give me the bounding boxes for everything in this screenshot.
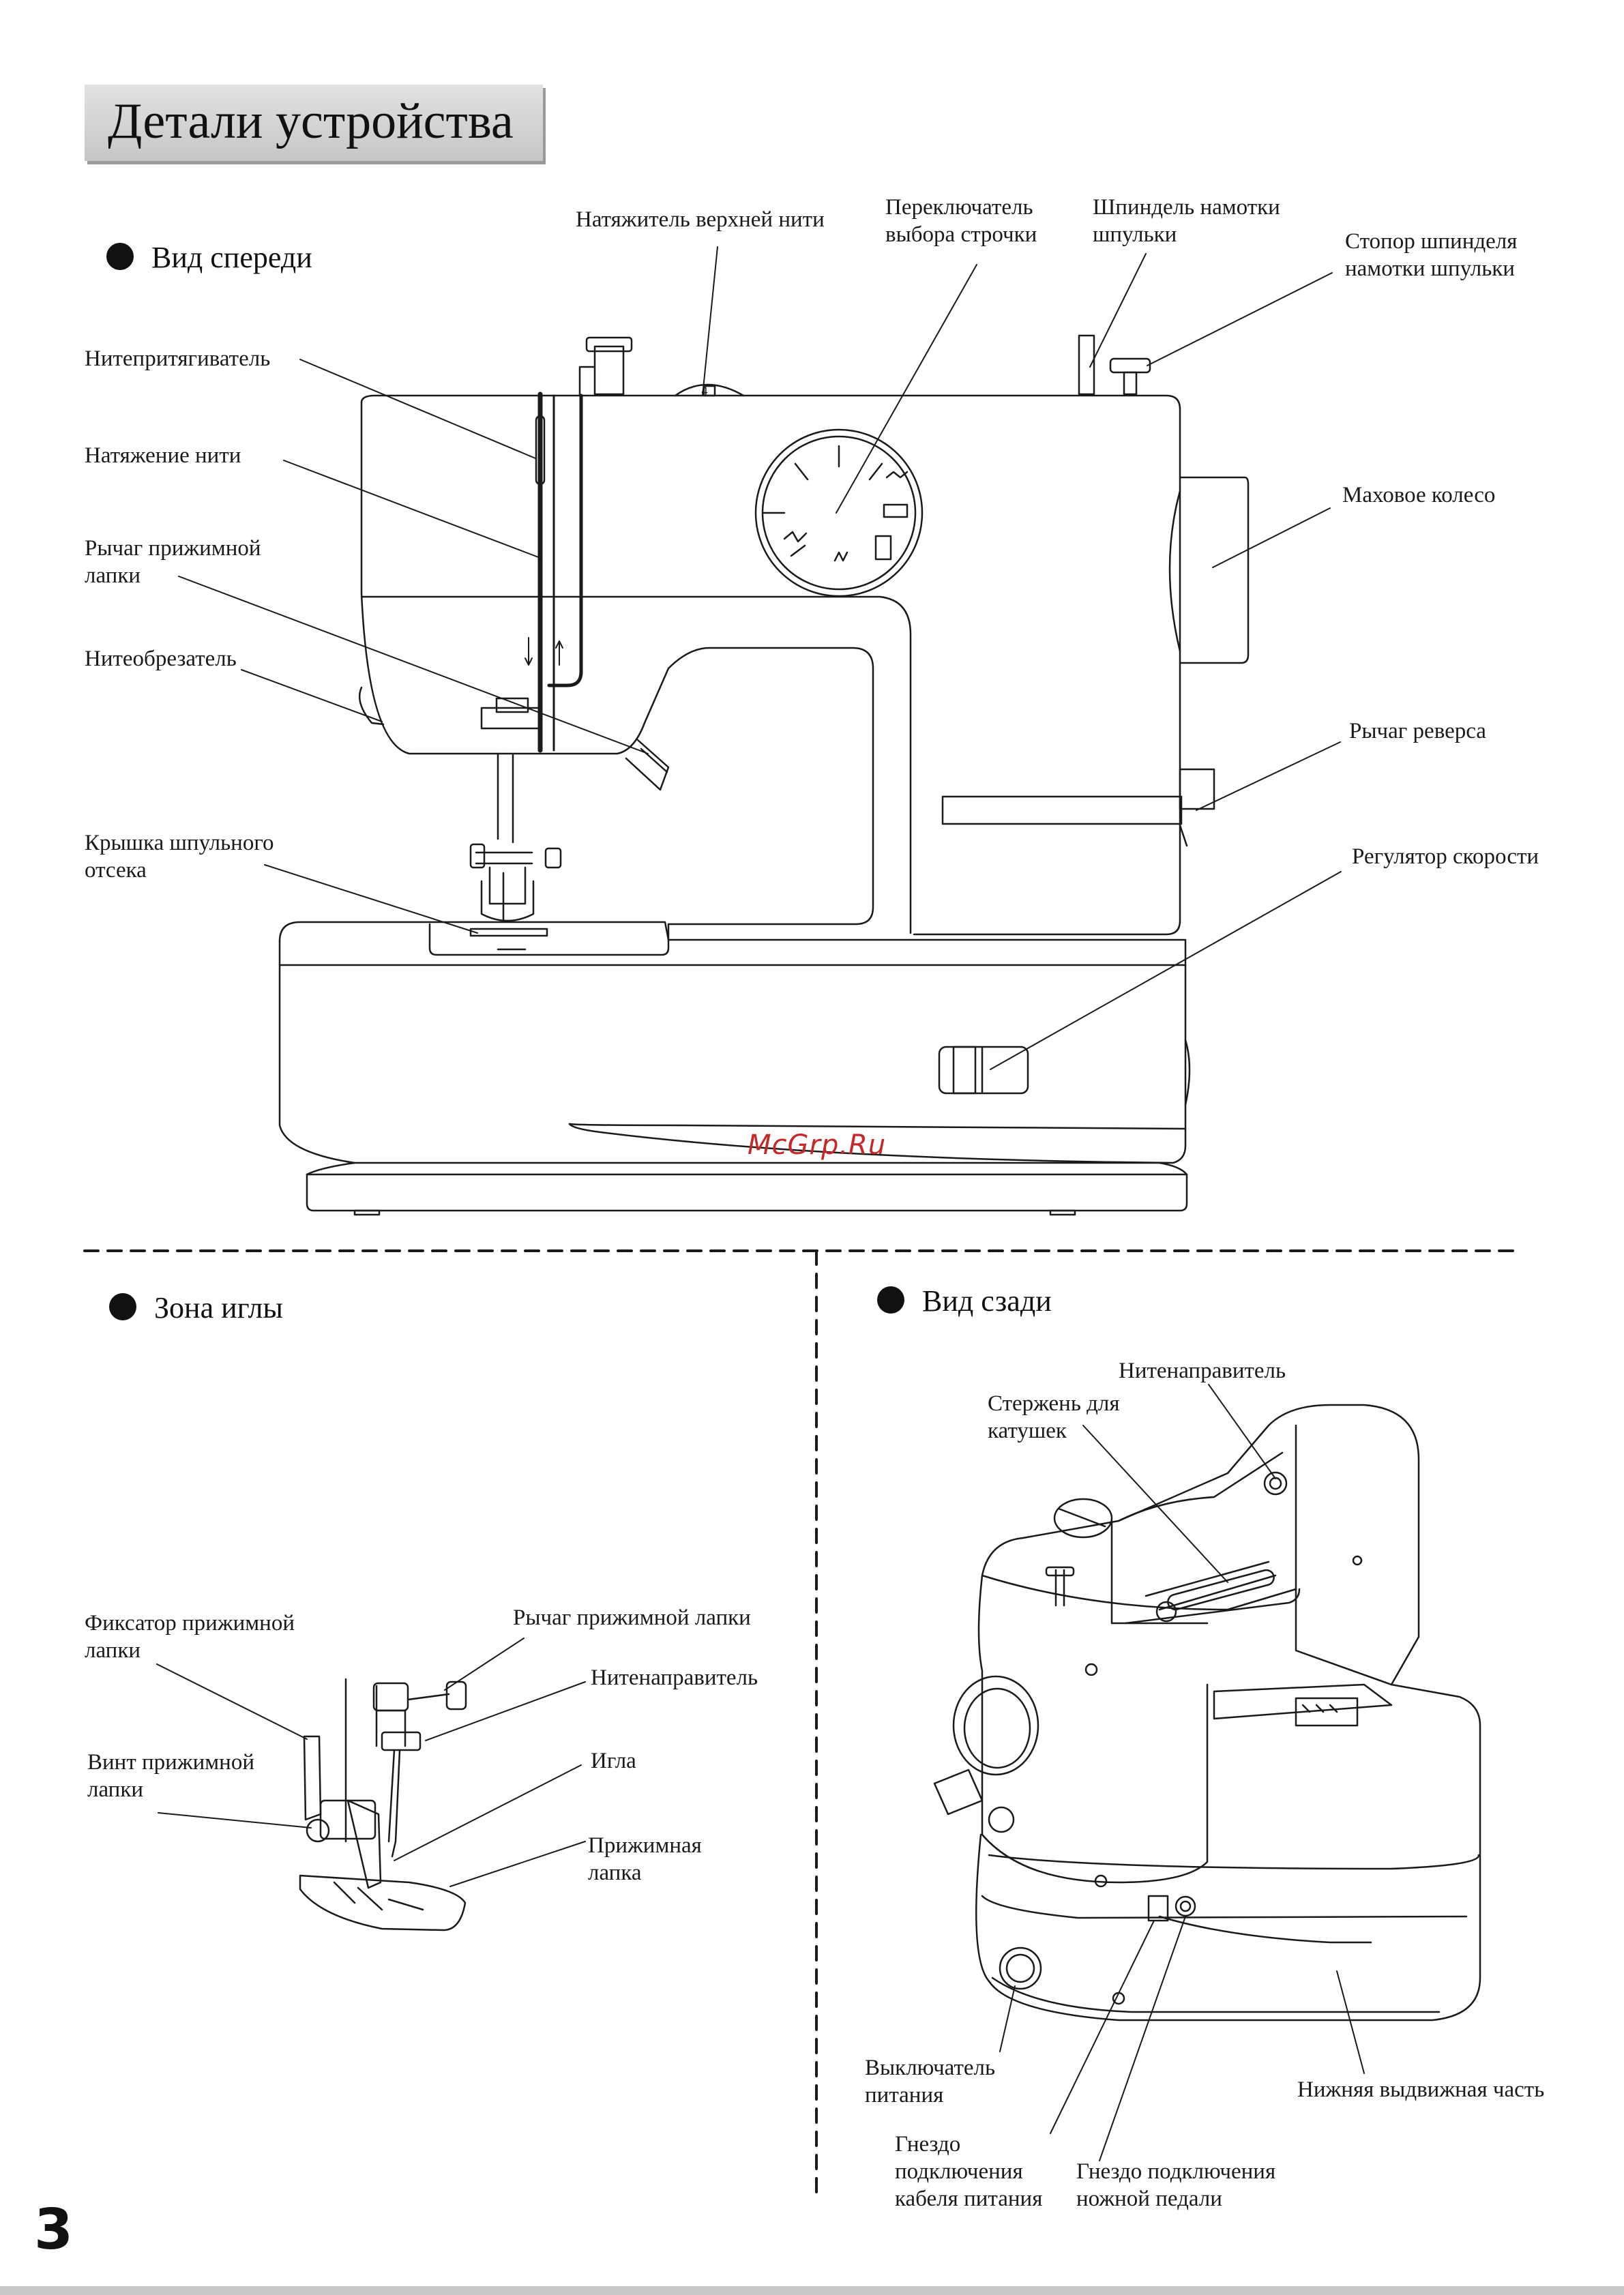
label-rear-thread-guide: Нитенаправитель bbox=[1119, 1359, 1286, 1383]
front-view-heading: Вид спереди bbox=[106, 240, 312, 275]
needle-area-heading: Зона иглы bbox=[109, 1290, 283, 1325]
title-banner: Детали устройства bbox=[85, 85, 543, 161]
label-foot-holder: Фиксатор прижимной лапки bbox=[85, 1611, 295, 1663]
front-view-heading-text: Вид спереди bbox=[151, 241, 312, 274]
rear-leader-lines bbox=[999, 1384, 1365, 2161]
label-speed-regulator: Регулятор скорости bbox=[1352, 844, 1539, 869]
label-stitch-selector: Переключатель выбора строчки bbox=[885, 195, 1037, 247]
rear-view-heading: Вид сзади bbox=[877, 1284, 1052, 1318]
label-power-switch: Выключатель питания bbox=[865, 2056, 996, 2107]
label-upper-thread-tensioner: Натяжитель верхней нити bbox=[576, 207, 825, 232]
bullet-icon bbox=[877, 1286, 904, 1314]
dial-mark: 4 bbox=[701, 385, 709, 398]
front-leader-lines bbox=[178, 246, 1342, 1070]
rear-view-heading-text: Вид сзади bbox=[922, 1284, 1052, 1318]
label-needle: Игла bbox=[591, 1749, 636, 1773]
label-needle-area-thread-guide: Нитенаправитель bbox=[591, 1665, 758, 1690]
footer-rule bbox=[0, 2286, 1624, 2295]
label-reverse-lever: Рычаг реверса bbox=[1349, 719, 1486, 743]
watermark: McGrp.Ru bbox=[748, 1129, 887, 1161]
label-bobbin-winder-stopper: Стопор шпинделя намотки шпульки bbox=[1345, 229, 1518, 281]
label-needle-area-foot-lever: Рычаг прижимной лапки bbox=[513, 1605, 751, 1630]
label-bobbin-cover: Крышка шпульного отсека bbox=[85, 831, 274, 883]
page-number: 3 bbox=[34, 2197, 74, 2262]
label-thread-tension: Натяжение нити bbox=[85, 443, 241, 468]
label-bobbin-winder-spindle: Шпиндель намотки шпульки bbox=[1093, 195, 1280, 247]
front-machine-drawing bbox=[278, 334, 1250, 1216]
label-bottom-drawer: Нижняя выдвижная часть bbox=[1297, 2077, 1545, 2102]
label-thread-cutter: Нитеобрезатель bbox=[85, 647, 237, 671]
needle-leader-lines bbox=[156, 1638, 586, 1887]
dashed-separators bbox=[83, 1249, 1518, 2203]
bullet-icon bbox=[106, 243, 134, 270]
page-title: Детали устройства bbox=[108, 93, 514, 149]
needle-area-heading-text: Зона иглы bbox=[154, 1291, 283, 1324]
label-power-socket: Гнездо подключения кабеля питания bbox=[895, 2132, 1043, 2211]
label-pedal-socket: Гнездо подключения ножной педали bbox=[1076, 2159, 1276, 2211]
label-presser-foot: Прижимная лапка bbox=[588, 1833, 702, 1885]
label-foot-screw: Винт прижимной лапки bbox=[87, 1750, 254, 1802]
label-handwheel: Маховое колесо bbox=[1342, 483, 1496, 507]
label-thread-take-up: Нитепритягиватель bbox=[85, 346, 271, 371]
bullet-icon bbox=[109, 1293, 136, 1320]
rear-machine-drawing bbox=[933, 1404, 1481, 2022]
label-spool-pin: Стержень для катушек bbox=[988, 1391, 1120, 1443]
needle-area-drawing bbox=[299, 1678, 467, 1931]
label-presser-foot-lever: Рычаг прижимной лапки bbox=[85, 536, 261, 588]
